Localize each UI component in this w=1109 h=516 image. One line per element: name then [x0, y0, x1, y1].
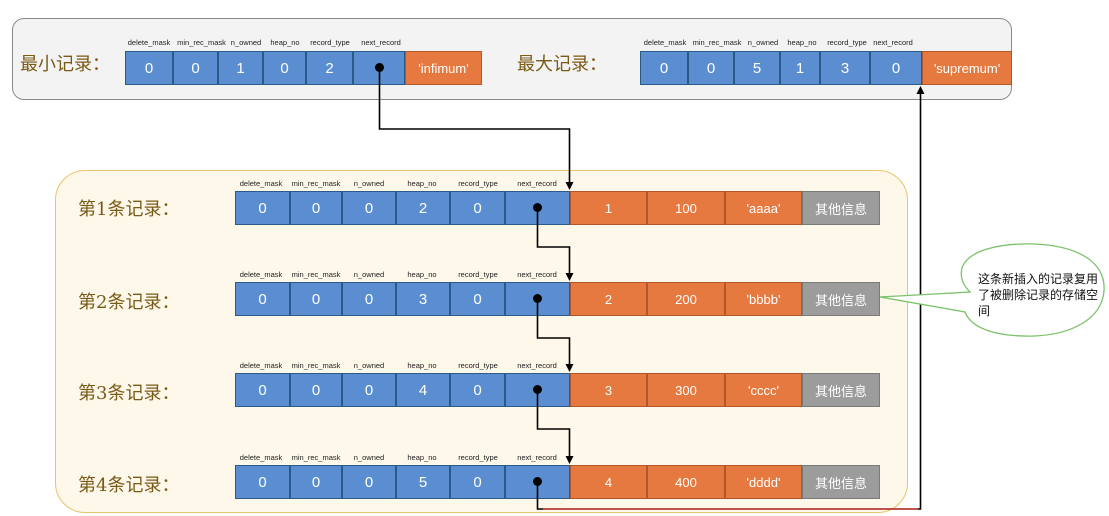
- record-3-header-min-rec-mask: min_rec_mask: [291, 361, 341, 370]
- record-1-header-next-record: next_record: [517, 179, 557, 188]
- supremum-header-min-rec-mask: min_rec_mask: [692, 38, 742, 47]
- record-4-other-info-cell: 其他信息: [802, 465, 880, 499]
- record-1-header-heap-no: heap_no: [407, 179, 437, 188]
- record-1-other-info-cell: 其他信息: [802, 191, 880, 225]
- record-4-label: 第4条记录：: [78, 475, 180, 496]
- record-2-header-next-record: next_record: [517, 270, 557, 279]
- infimum-min-rec-mask-cell: 0: [173, 51, 218, 85]
- record-1-header-delete-mask: delete_mask: [239, 179, 283, 188]
- supremum-data-cell: 'supremum': [922, 51, 1012, 85]
- infimum-n-owned-cell: 1: [218, 51, 263, 85]
- record-2-n-owned-cell: 0: [342, 282, 396, 316]
- record-1-n-owned-cell: 0: [342, 191, 396, 225]
- record-2-delete-mask-cell: 0: [235, 282, 290, 316]
- record-4-header-n-owned: n_owned: [353, 453, 385, 462]
- record-4-heap-no-cell: 5: [396, 465, 450, 499]
- record-3-heap-no-cell: 4: [396, 373, 450, 407]
- record-4-n-owned-cell: 0: [342, 465, 396, 499]
- record-4-id-cell: 4: [570, 465, 647, 499]
- supremum-header-record-type: record_type: [827, 38, 867, 47]
- record-4-header-delete-mask: delete_mask: [239, 453, 283, 462]
- record-4-string-cell: 'dddd': [725, 465, 802, 499]
- record-2-heap-no-cell: 3: [396, 282, 450, 316]
- record-1-header-min-rec-mask: min_rec_mask: [291, 179, 341, 188]
- infimum-header-next-record: next_record: [361, 38, 401, 47]
- record-3-other-info-cell: 其他信息: [802, 373, 880, 407]
- record-4-header-heap-no: heap_no: [407, 453, 437, 462]
- record-3-min-rec-mask-cell: 0: [290, 373, 342, 407]
- record-3-header-next-record: next_record: [517, 361, 557, 370]
- supremum-header-delete-mask: delete_mask: [643, 38, 687, 47]
- record-3-string-cell: 'cccc': [725, 373, 802, 407]
- record-3-pointer-dot: [533, 385, 542, 394]
- record-3-value-cell: 300: [647, 373, 725, 407]
- supremum-label: 最大记录：: [517, 54, 607, 75]
- record-3-header-record-type: record_type: [458, 361, 498, 370]
- record-2-pointer-dot: [533, 294, 542, 303]
- infimum-record-type-cell: 2: [306, 51, 353, 85]
- infimum-header-delete-mask: delete_mask: [127, 38, 171, 47]
- record-1-record-type-cell: 0: [450, 191, 505, 225]
- record-4-pointer-dot: [533, 477, 542, 486]
- record-2-header-delete-mask: delete_mask: [239, 270, 283, 279]
- record-2-value-cell: 200: [647, 282, 725, 316]
- infimum-header-heap-no: heap_no: [270, 38, 300, 47]
- record-3-record-type-cell: 0: [450, 373, 505, 407]
- record-1-header-n-owned: n_owned: [353, 179, 385, 188]
- record-3-header-n-owned: n_owned: [353, 361, 385, 370]
- infimum-heap-no-cell: 0: [263, 51, 306, 85]
- supremum-next-record-cell: 0: [870, 51, 922, 85]
- supremum-heap-no-cell: 1: [780, 51, 820, 85]
- record-2-header-record-type: record_type: [458, 270, 498, 279]
- record-1-value-cell: 100: [647, 191, 725, 225]
- record-1-min-rec-mask-cell: 0: [290, 191, 342, 225]
- supremum-header-next-record: next_record: [873, 38, 913, 47]
- record-1-string-cell: 'aaaa': [725, 191, 802, 225]
- supremum-delete-mask-cell: 0: [640, 51, 688, 85]
- record-2-record-type-cell: 0: [450, 282, 505, 316]
- infimum-header-n-owned: n_owned: [230, 38, 262, 47]
- infimum-header-min-rec-mask: min_rec_mask: [177, 38, 226, 47]
- record-4-record-type-cell: 0: [450, 465, 505, 499]
- supremum-record-type-cell: 3: [820, 51, 870, 85]
- record-4-min-rec-mask-cell: 0: [290, 465, 342, 499]
- infimum-header-record-type: record_type: [310, 38, 350, 47]
- supremum-header-n-owned: n_owned: [747, 38, 779, 47]
- record-3-delete-mask-cell: 0: [235, 373, 290, 407]
- supremum-min-rec-mask-cell: 0: [688, 51, 734, 85]
- record-1-delete-mask-cell: 0: [235, 191, 290, 225]
- record-3-header-heap-no: heap_no: [407, 361, 437, 370]
- supremum-n-owned-cell: 5: [734, 51, 780, 85]
- infimum-delete-mask-cell: 0: [125, 51, 173, 85]
- record-3-n-owned-cell: 0: [342, 373, 396, 407]
- record-4-header-record-type: record_type: [458, 453, 498, 462]
- infimum-data-cell: 'infimum': [405, 51, 482, 85]
- record-2-header-min-rec-mask: min_rec_mask: [291, 270, 341, 279]
- infimum-label: 最小记录：: [20, 54, 110, 75]
- record-2-label: 第2条记录：: [78, 292, 180, 313]
- record-4-value-cell: 400: [647, 465, 725, 499]
- supremum-header-heap-no: heap_no: [787, 38, 817, 47]
- record-4-delete-mask-cell: 0: [235, 465, 290, 499]
- record-2-header-n-owned: n_owned: [353, 270, 385, 279]
- infimum-pointer-dot: [375, 63, 384, 72]
- record-3-header-delete-mask: delete_mask: [239, 361, 283, 370]
- record-2-id-cell: 2: [570, 282, 647, 316]
- record-3-label: 第3条记录：: [78, 383, 180, 404]
- record-4-header-min-rec-mask: min_rec_mask: [291, 453, 341, 462]
- record-3-id-cell: 3: [570, 373, 647, 407]
- record-4-header-next-record: next_record: [517, 453, 557, 462]
- record-2-header-heap-no: heap_no: [407, 270, 437, 279]
- record-1-label: 第1条记录：: [78, 199, 180, 220]
- record-2-min-rec-mask-cell: 0: [290, 282, 342, 316]
- record-1-id-cell: 1: [570, 191, 647, 225]
- record-2-other-info-cell: 其他信息: [802, 282, 880, 316]
- record-2-string-cell: 'bbbb': [725, 282, 802, 316]
- callout-text: 这条新插入的记录复用了被删除记录的存储空间: [978, 272, 1099, 318]
- record-1-header-record-type: record_type: [458, 179, 498, 188]
- record-1-heap-no-cell: 2: [396, 191, 450, 225]
- record-1-pointer-dot: [533, 203, 542, 212]
